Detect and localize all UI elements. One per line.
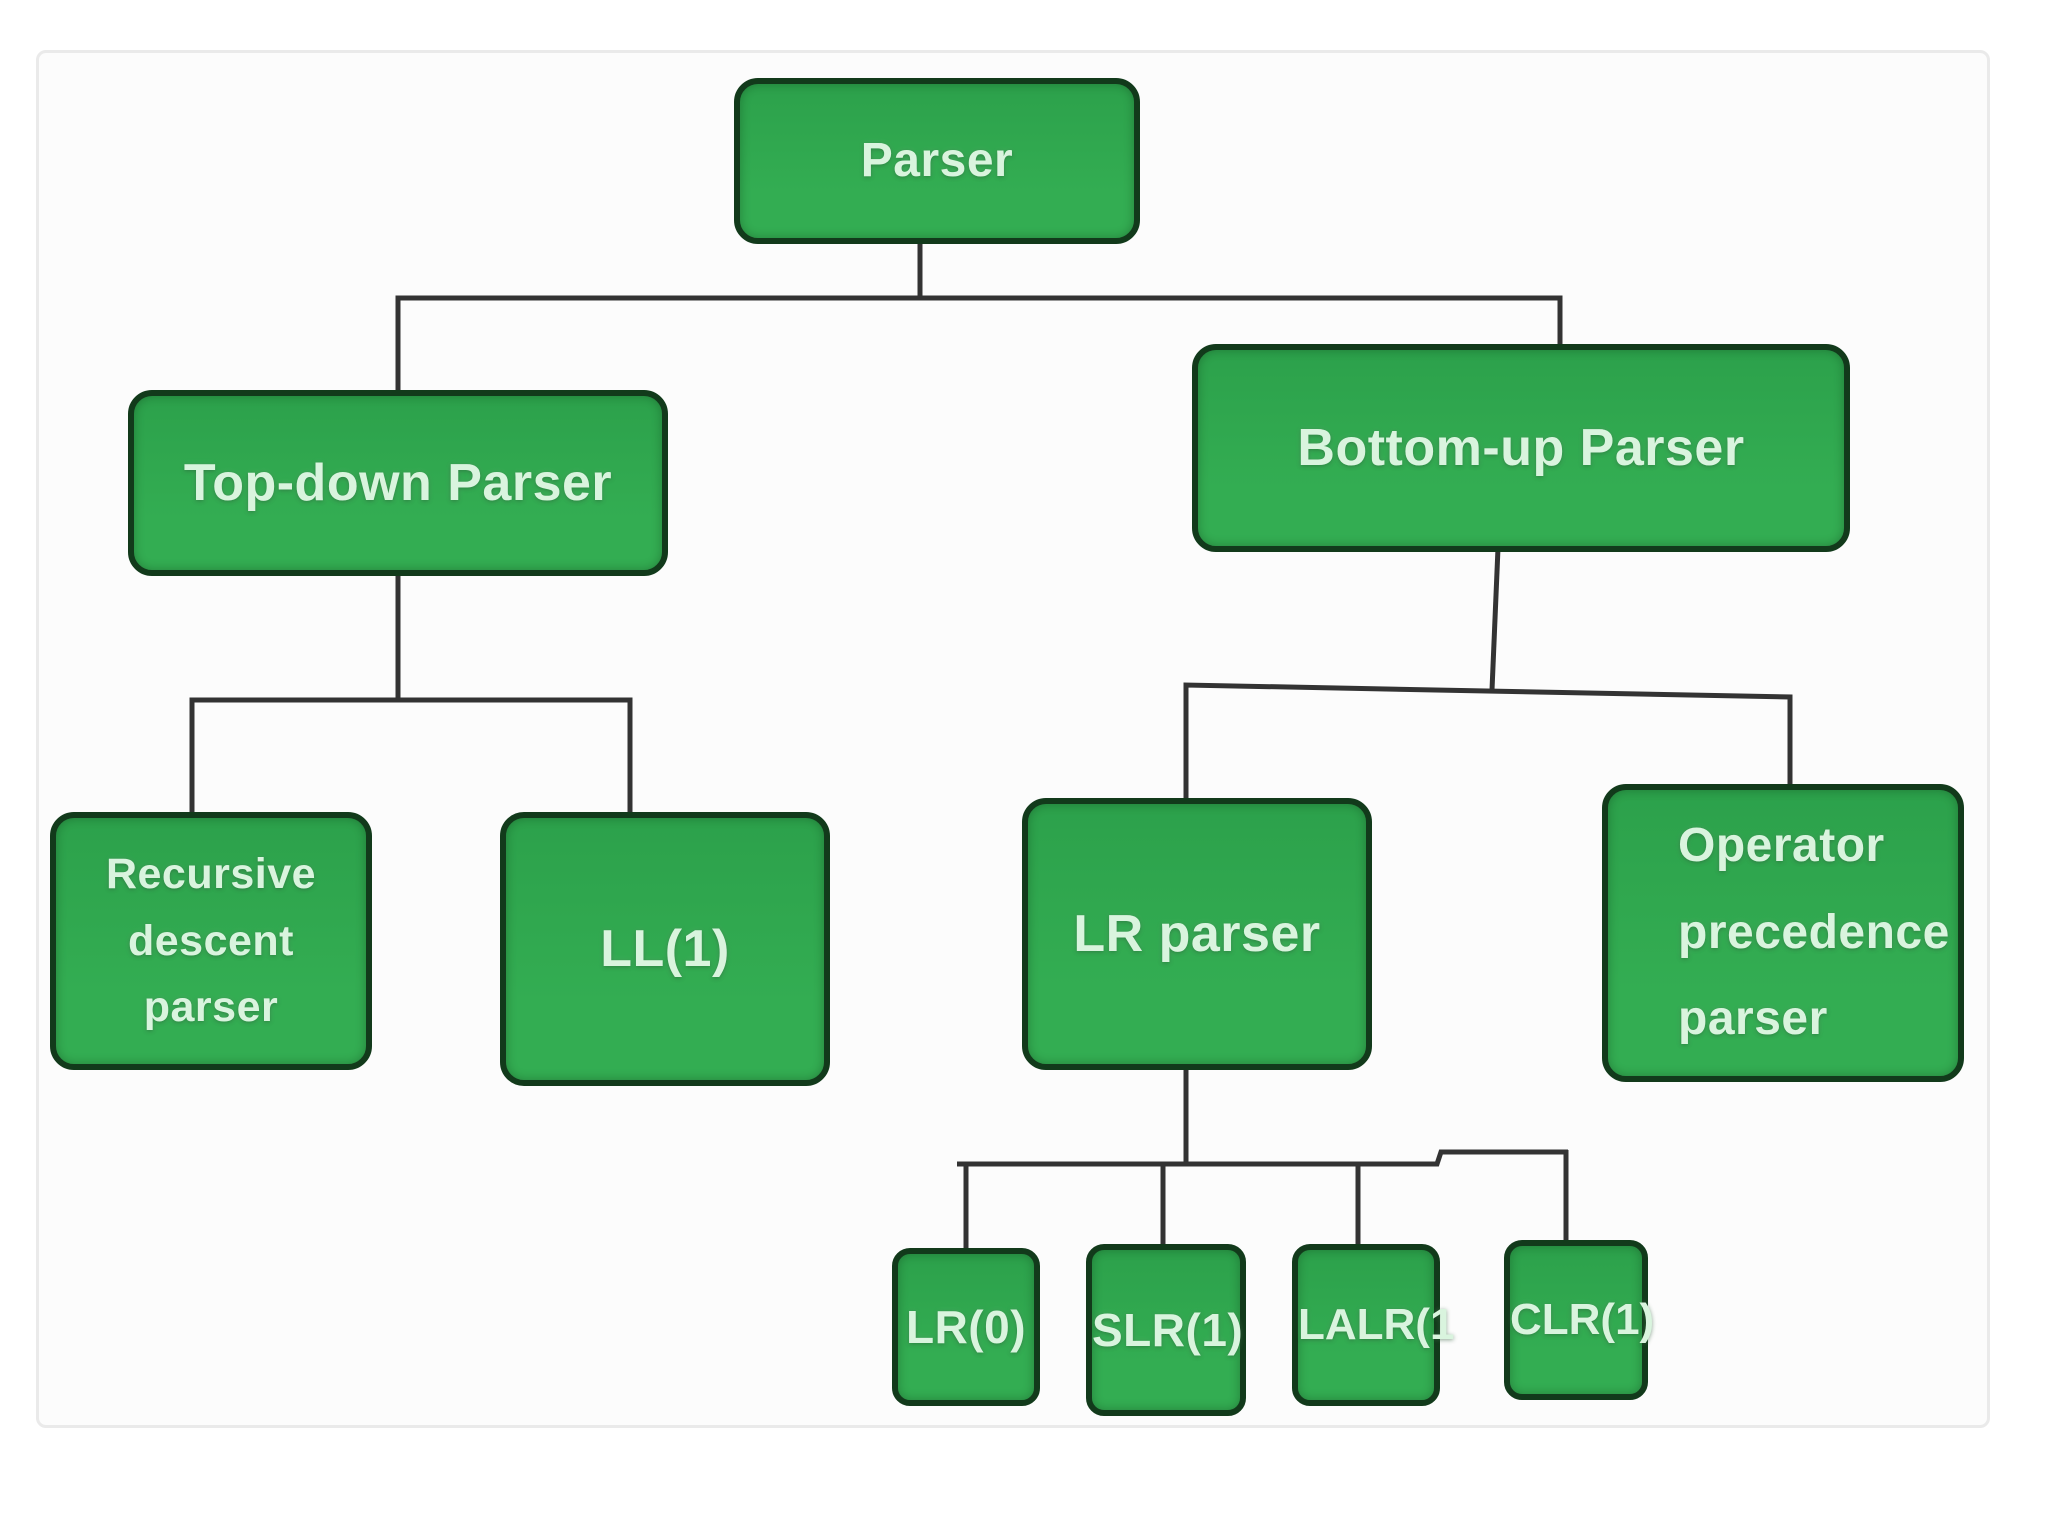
node-top-down-parser: Top-down Parser	[128, 390, 668, 576]
edge-bottomup-children	[1183, 682, 1793, 803]
node-top-down-parser-label: Top-down Parser	[183, 453, 613, 512]
node-bottom-up-parser-label: Bottom-up Parser	[1297, 418, 1745, 477]
node-slr1-label: SLR(1)	[1092, 1303, 1244, 1356]
node-lr0-label: LR(0)	[905, 1300, 1027, 1353]
edge-bottomup-stub	[1489, 547, 1501, 691]
node-clr1-label: CLR(1)	[1510, 1295, 1655, 1345]
node-lalr1-label: LALR(1	[1298, 1300, 1455, 1350]
node-parser: Parser	[734, 78, 1140, 244]
node-ll1-label: LL(1)	[600, 919, 730, 978]
node-lr-parser-label: LR parser	[1073, 904, 1321, 963]
edge-topdown-children	[189, 697, 633, 817]
edge-parser-children	[395, 295, 1563, 393]
node-slr1: SLR(1)	[1086, 1244, 1246, 1416]
node-lr0: LR(0)	[892, 1248, 1040, 1406]
node-bottom-up-parser: Bottom-up Parser	[1192, 344, 1850, 552]
node-parser-label: Parser	[860, 133, 1014, 187]
node-ll1: LL(1)	[500, 812, 830, 1086]
node-operator-precedence-parser-label: Operator precedence parser	[1678, 819, 1950, 1046]
diagram-canvas	[36, 50, 1990, 1428]
node-operator-precedence-parser: Operator precedence parser	[1602, 784, 1964, 1082]
node-clr1: CLR(1)	[1504, 1240, 1655, 1400]
node-lr-parser: LR parser	[1022, 798, 1372, 1070]
node-recursive-descent-parser-label: Recursive descent parser	[105, 850, 317, 1032]
node-recursive-descent-parser: Recursive descent parser	[50, 812, 372, 1070]
node-lalr1: LALR(1	[1292, 1244, 1455, 1406]
edge-lrparser-bus	[957, 1149, 1568, 1167]
